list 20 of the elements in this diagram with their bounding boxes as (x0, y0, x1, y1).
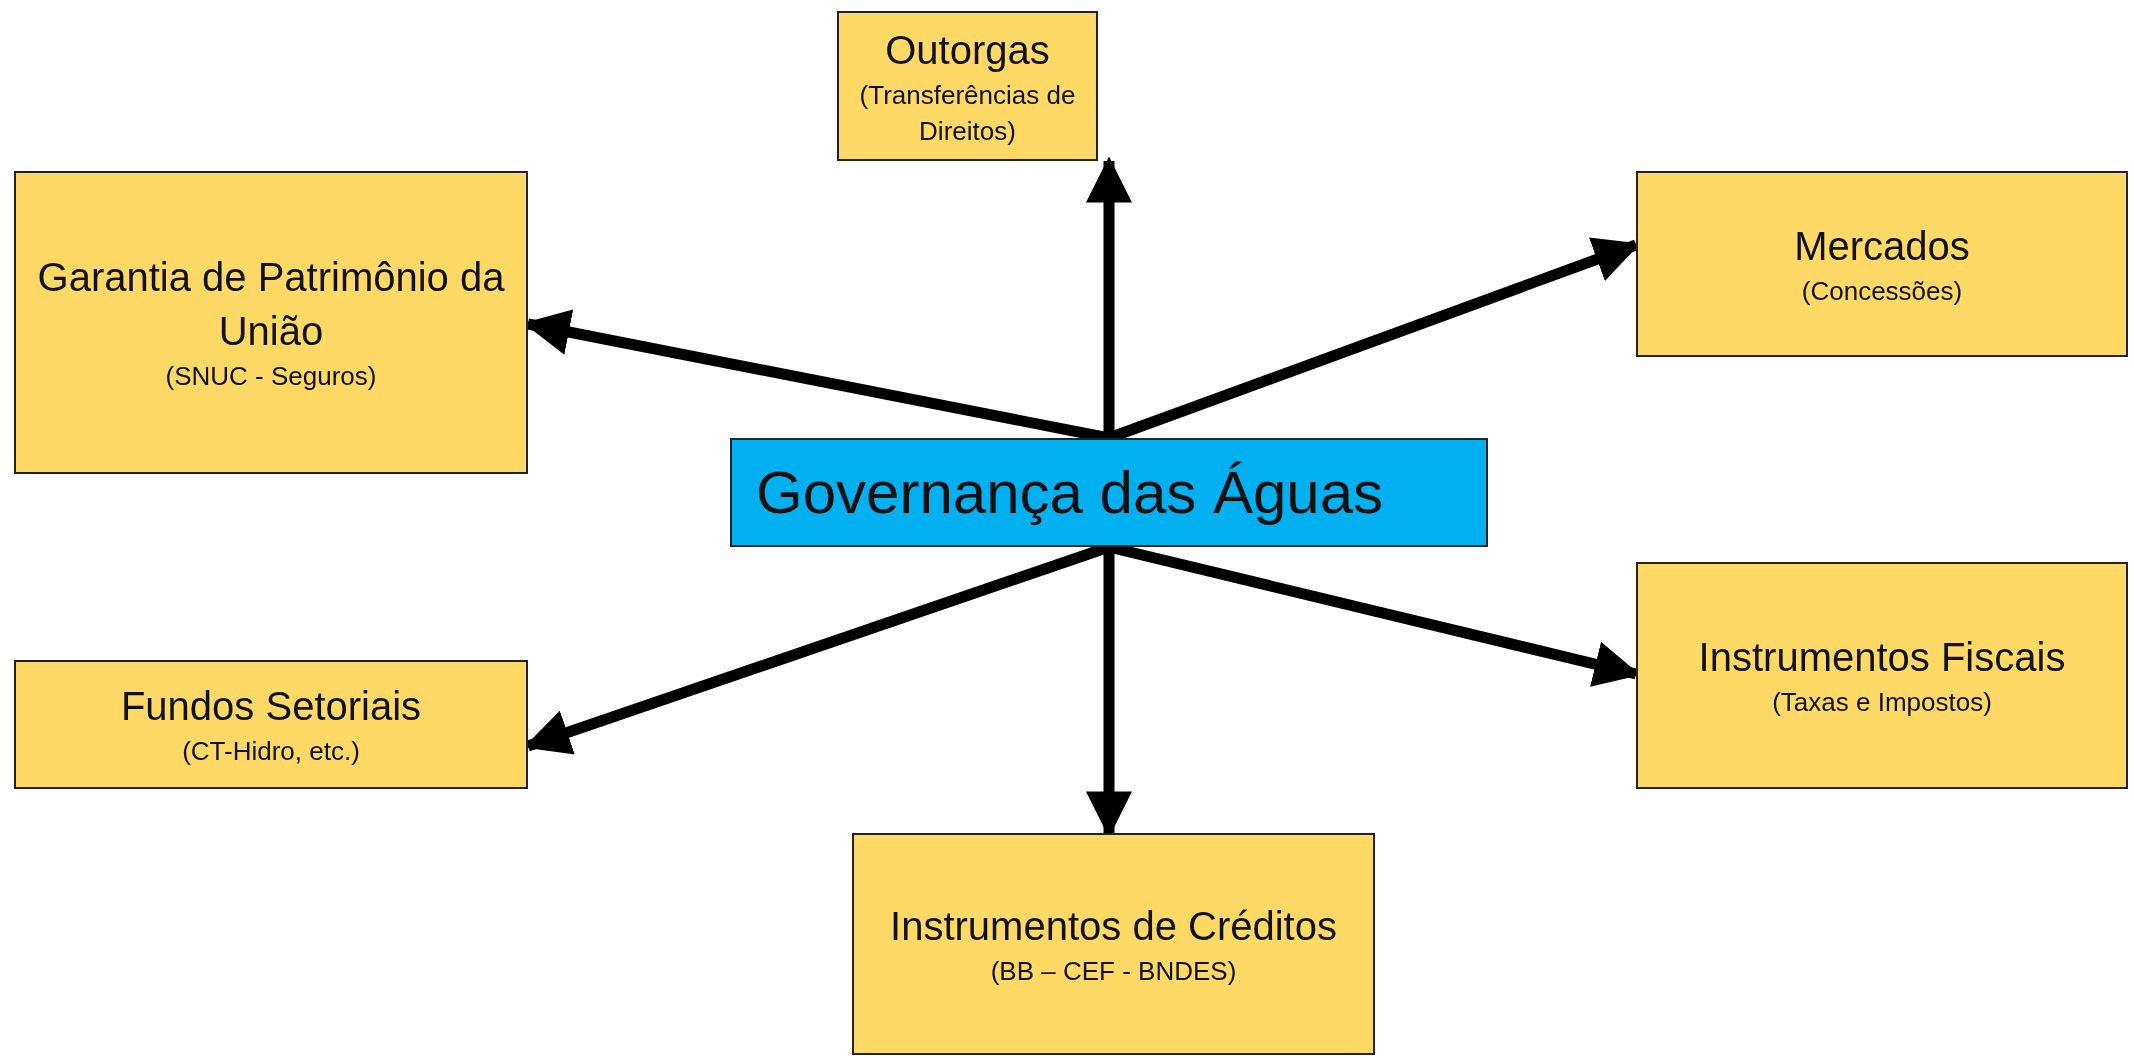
central-box (730, 438, 1488, 547)
topic-box (1636, 562, 2128, 789)
box-title: Garantia de Patrimônio da União (36, 254, 506, 356)
topic-box (852, 833, 1375, 1055)
box-title: Fundos Setoriais (120, 683, 422, 731)
topic-box (837, 11, 1098, 161)
box-title: Instrumentos de Créditos (890, 902, 1337, 950)
topic-box (14, 660, 528, 789)
box-subtitle: (Concessões) (1801, 274, 1963, 308)
box-subtitle: (CT-Hidro, etc.) (182, 735, 360, 769)
box-title: Outorgas (885, 26, 1050, 74)
box-title: Governança das Águas (756, 458, 1384, 528)
box-subtitle: (SNUC - Seguros) (165, 360, 377, 394)
topic-box (14, 171, 528, 474)
box-subtitle: (Transferências de Direitos) (858, 78, 1077, 148)
box-subtitle: (Taxas e Impostos) (1772, 686, 1992, 720)
box-subtitle: (BB – CEF - BNDES) (990, 954, 1237, 988)
topic-box (1636, 171, 2128, 357)
box-title: Mercados (1794, 222, 1970, 270)
box-title: Instrumentos Fiscais (1698, 634, 2066, 682)
